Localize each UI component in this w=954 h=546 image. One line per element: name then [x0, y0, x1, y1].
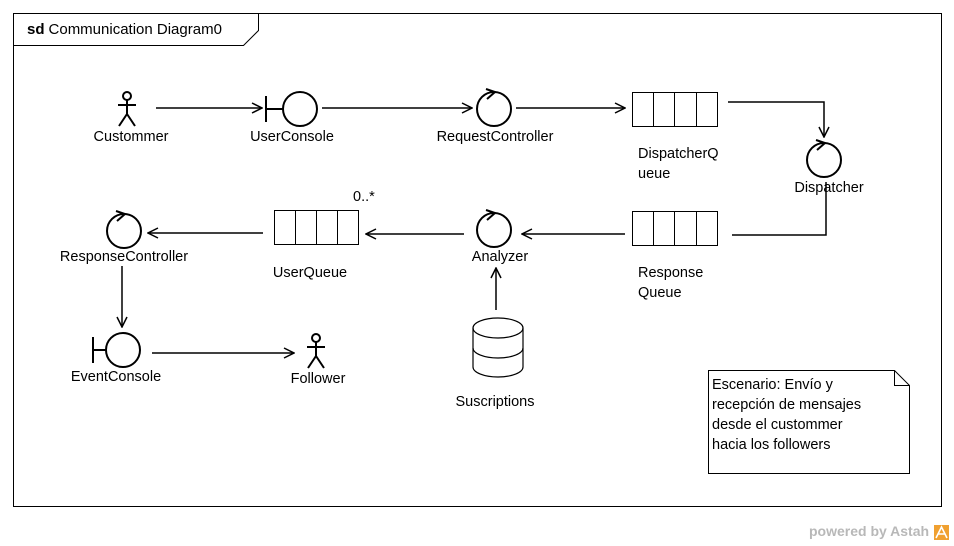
response-queue-label-line2: Queue: [638, 285, 682, 301]
follower-label: Follower: [290, 371, 346, 387]
suscriptions-label: Suscriptions: [455, 394, 535, 410]
frame-kind: sd: [27, 21, 45, 38]
response-queue-icon: [632, 211, 718, 246]
user-console-label: UserConsole: [250, 129, 334, 145]
analyzer-label: Analyzer: [471, 249, 529, 265]
response-controller-control-icon: [106, 210, 142, 249]
note-shape: [708, 370, 910, 474]
note-text: Escenario: Envío y recepción de mensajes…: [712, 377, 862, 453]
dispatcher-control-icon: [806, 139, 842, 178]
customer-label: Custommer: [93, 129, 169, 145]
dispatcher-queue-label-line2: ueue: [638, 166, 671, 182]
frame-title-tab: [13, 13, 259, 46]
event-console-boundary-icon: [92, 332, 141, 368]
event-console-label: EventConsole: [70, 369, 162, 385]
follower-actor-icon: [307, 333, 325, 369]
user-queue-label: UserQueue: [272, 265, 348, 281]
analyzer-control-icon: [476, 209, 512, 248]
customer-actor-icon: [118, 91, 136, 127]
request-controller-label: RequestController: [436, 129, 554, 145]
dispatcher-queue-label-line1: DispatcherQ: [638, 146, 719, 162]
response-queue-label-line1: Response: [638, 265, 704, 281]
note-corner-fold: [894, 370, 910, 386]
user-console-boundary-icon: [265, 91, 318, 127]
user-queue-icon: [274, 210, 359, 245]
request-controller-control-icon: [476, 88, 512, 127]
frame-name: Communication Diagram0: [48, 21, 222, 38]
link-dispatcherqueue-to-dispatcher: [728, 101, 824, 137]
suscriptions-database-icon: [472, 317, 524, 378]
powered-by-branding: powered by Astah: [809, 523, 930, 539]
response-controller-label: ResponseController: [59, 249, 189, 265]
dispatcher-label: Dispatcher: [794, 180, 864, 196]
diagram-frame: [13, 13, 942, 507]
user-queue-multiplicity: 0..*: [353, 189, 375, 205]
link-dispatcher-to-responsequeue: [732, 182, 827, 236]
dispatcher-queue-icon: [632, 92, 718, 127]
astah-logo-icon: [934, 525, 949, 540]
